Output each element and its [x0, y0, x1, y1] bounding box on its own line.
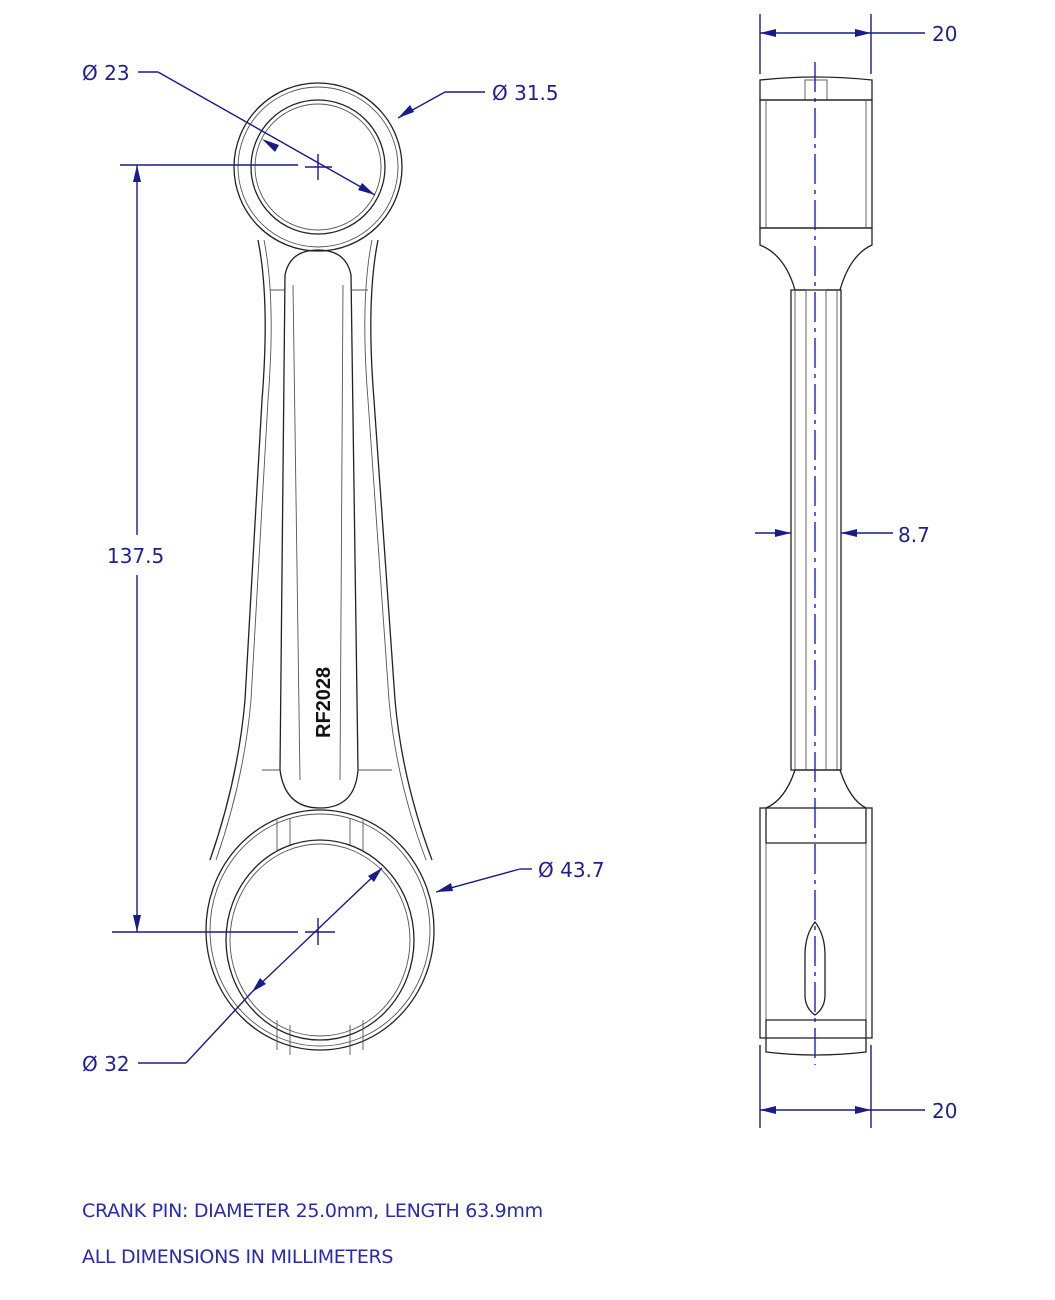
dim-small-end-bore: Ø 23 — [82, 61, 130, 85]
part-number-label: RF2028 — [313, 667, 335, 738]
dim-center-distance: 137.5 — [107, 544, 164, 568]
front-view: RF2028 — [205, 82, 435, 1055]
dim-big-end-bore: Ø 32 — [82, 1052, 130, 1076]
dim-small-end-outer: Ø 31.5 — [492, 81, 559, 105]
dim-big-end-outer: Ø 43.7 — [538, 858, 605, 882]
side-view — [759, 62, 873, 1065]
dim-small-end-width: 20 — [932, 22, 957, 46]
crank-pin-note: CRANK PIN: DIAMETER 25.0mm, LENGTH 63.9m… — [82, 1200, 543, 1222]
dim-beam-thickness: 8.7 — [898, 523, 930, 547]
side-view-dimensions: 20 8.7 20 — [755, 14, 957, 1128]
dim-big-end-width: 20 — [932, 1099, 957, 1123]
front-view-dimensions: 137.5 Ø 23 Ø 31.5 Ø 43.7 Ø 32 — [82, 61, 605, 1076]
units-note: ALL DIMENSIONS IN MILLIMETERS — [82, 1246, 394, 1268]
